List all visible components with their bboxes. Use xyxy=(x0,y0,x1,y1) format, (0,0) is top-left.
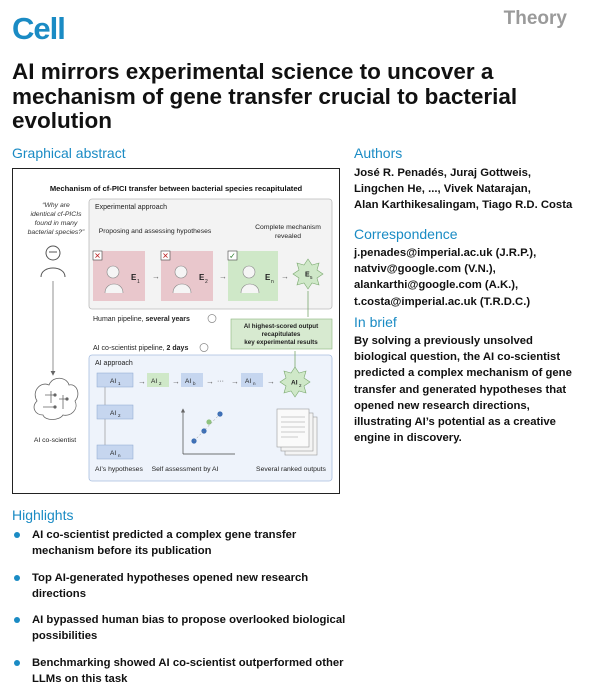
svg-text:key experimental results: key experimental results xyxy=(244,339,318,346)
svg-text:found in many: found in many xyxy=(35,220,78,227)
scientist-icon xyxy=(40,245,66,278)
ai-coscientist-label: AI co-scientist xyxy=(34,437,76,444)
question-text: “Why are identical cf-PICIs found in man… xyxy=(28,202,85,236)
article-type-badge: Theory xyxy=(503,8,567,29)
svg-text:E: E xyxy=(131,273,137,282)
result-box-text: AI highest-scored output recapitulates k… xyxy=(244,323,319,346)
svg-text:AI: AI xyxy=(151,378,157,385)
svg-text:5: 5 xyxy=(310,275,313,280)
svg-text:2: 2 xyxy=(118,413,121,418)
svg-text:recapitulates: recapitulates xyxy=(262,331,301,338)
result-box xyxy=(230,318,333,350)
svg-text:E: E xyxy=(265,273,271,282)
hypothesis-box-1: AI 1 xyxy=(96,372,134,388)
svg-text:“Why are: “Why are xyxy=(42,202,70,209)
authors-list: José R. Penadés, Juraj Gottweis, Lingche… xyxy=(354,167,573,212)
svg-text:AI highest-scored output: AI highest-scored output xyxy=(244,323,319,330)
ranked-outputs-label: Several ranked outputs xyxy=(256,466,327,473)
svg-text:→: → xyxy=(219,272,227,281)
svg-text:Complete mechanism: Complete mechanism xyxy=(255,224,321,231)
svg-text:AI: AI xyxy=(110,410,116,417)
ai-result-star-icon: AI 2 xyxy=(279,366,311,398)
svg-text:✕: ✕ xyxy=(94,252,101,261)
svg-text:AI: AI xyxy=(110,378,116,385)
self-assessment-plot xyxy=(180,408,235,455)
chain-ellipsis: ··· xyxy=(217,378,224,385)
svg-text:b: b xyxy=(193,381,196,386)
bullet-icon xyxy=(14,659,20,666)
svg-text:2: 2 xyxy=(299,383,302,388)
experiment-panel-2: ✕ E 2 xyxy=(160,250,213,301)
highlight-item: AI bypassed human bias to propose overlo… xyxy=(12,612,352,644)
email-link[interactable]: t.costa@imperial.ac.uk (T.R.D.C.) xyxy=(354,295,531,308)
clock-icon xyxy=(207,314,217,323)
ranked-outputs-document-icon xyxy=(276,408,318,456)
clock-icon xyxy=(199,343,209,352)
svg-text:bacterial species?”: bacterial species?” xyxy=(28,229,85,236)
svg-text:n: n xyxy=(118,453,121,458)
ai-pipeline-label: AI co-scientist pipeline, 2 days xyxy=(93,345,188,352)
svg-text:1: 1 xyxy=(118,381,121,386)
highlight-item: AI co-scientist predicted a complex gene… xyxy=(12,527,352,559)
svg-text:→: → xyxy=(172,377,180,386)
graphical-abstract-heading: Graphical abstract xyxy=(12,145,126,161)
svg-text:n: n xyxy=(253,381,256,386)
svg-text:E: E xyxy=(199,273,205,282)
bullet-icon xyxy=(14,574,20,581)
svg-text:n: n xyxy=(271,279,274,285)
email-link[interactable]: j.penades@imperial.ac.uk (J.R.P.), xyxy=(354,247,537,259)
svg-text:→: → xyxy=(152,272,160,281)
svg-text:AI: AI xyxy=(185,378,191,385)
svg-text:2: 2 xyxy=(205,279,208,285)
ai-brain-icon xyxy=(33,377,79,420)
complete-mechanism-label: Complete mechanism revealed xyxy=(255,224,321,240)
experimental-approach-label: Experimental approach xyxy=(95,204,167,211)
mechanism-star-icon: E 5 xyxy=(292,258,324,290)
article-title: AI mirrors experimental science to uncov… xyxy=(12,59,518,133)
svg-text:identical cf-PICIs: identical cf-PICIs xyxy=(31,211,83,218)
ai-approach-label: AI approach xyxy=(95,360,133,367)
proposing-label: Proposing and assessing hypotheses xyxy=(99,228,212,235)
bullet-icon xyxy=(14,532,20,538)
highlight-item: Benchmarking showed AI co-scientist outp… xyxy=(12,655,352,687)
svg-text:2: 2 xyxy=(159,381,162,386)
svg-text:→: → xyxy=(267,377,275,386)
svg-text:→: → xyxy=(281,272,289,281)
email-link[interactable]: alankarthi@google.com (A.K.), xyxy=(354,279,519,292)
svg-text:→: → xyxy=(138,377,146,386)
svg-text:AI: AI xyxy=(291,380,298,387)
svg-text:revealed: revealed xyxy=(275,233,301,240)
journal-logo: Cell xyxy=(12,11,66,46)
correspondence-heading: Correspondence xyxy=(354,226,458,242)
hypothesis-box-n: AI n xyxy=(96,444,134,460)
svg-text:→: → xyxy=(231,377,239,386)
experiment-panel-n: ✓ E n xyxy=(227,250,278,301)
svg-text:→: → xyxy=(206,377,214,386)
svg-text:AI: AI xyxy=(245,378,251,385)
svg-text:✕: ✕ xyxy=(162,252,169,261)
highlights-list: AI co-scientist predicted a complex gene… xyxy=(12,527,352,697)
in-brief-text: By solving a previously unsolved biologi… xyxy=(354,335,572,445)
in-brief-heading: In brief xyxy=(354,314,397,330)
chain-box-5: AI b xyxy=(181,373,203,387)
figure-heading: Mechanism of cf-PICI transfer between ba… xyxy=(50,184,303,193)
chain-box-n: AI n xyxy=(241,373,263,387)
svg-text:E: E xyxy=(305,272,310,279)
authors-heading: Authors xyxy=(354,145,403,161)
highlights-heading: Highlights xyxy=(12,507,74,523)
experiment-panel-1: ✕ E 1 xyxy=(92,250,145,301)
bullet-icon xyxy=(14,617,20,623)
chain-box-2: AI 2 xyxy=(147,373,169,387)
svg-text:1: 1 xyxy=(137,279,140,285)
graphical-abstract-figure: Mechanism of cf-PICI transfer between ba… xyxy=(12,168,340,494)
hypothesis-box-2: AI 2 xyxy=(96,404,134,420)
svg-text:AI: AI xyxy=(110,450,116,457)
highlight-item: Top AI-generated hypotheses opened new r… xyxy=(12,570,352,602)
ai-hypotheses-label: AI’s hypotheses xyxy=(95,466,143,473)
human-pipeline-label: Human pipeline, several years xyxy=(93,316,190,323)
email-link[interactable]: natviv@google.com (V.N.), xyxy=(354,263,496,276)
svg-text:✓: ✓ xyxy=(229,252,236,261)
correspondence-list: j.penades@imperial.ac.uk (J.R.P.), natvi… xyxy=(354,245,536,310)
self-assessment-label: Self assessment by AI xyxy=(152,466,219,473)
